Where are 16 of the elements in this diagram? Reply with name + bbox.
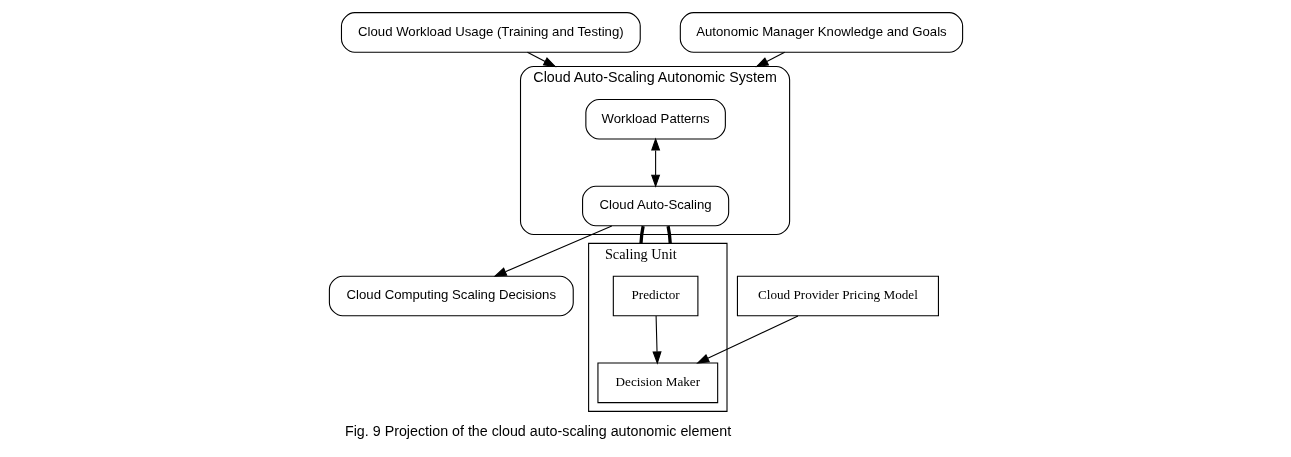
node-box: Cloud Auto-Scaling	[581, 185, 729, 227]
arrow	[651, 315, 662, 365]
arrow	[650, 137, 660, 188]
node-box: Workload Patterns	[584, 98, 726, 140]
node-box: Cloud Workload Usage (Training and Testing)	[340, 12, 641, 53]
node-box: Autonomic Manager Knowledge and Goals	[679, 12, 963, 53]
connector	[638, 225, 645, 244]
caption: Fig. 9 Projection of the cloud auto-scaling autonomic element	[344, 422, 731, 439]
connector	[665, 225, 672, 244]
arrow	[526, 51, 557, 68]
arrow	[754, 51, 785, 68]
node-box: Predictor	[612, 275, 698, 317]
node-box: Decision Maker	[596, 362, 718, 404]
arrow	[695, 315, 798, 364]
node-box: Cloud Computing Scaling Decisions	[328, 275, 574, 317]
node-box: Cloud Provider Pricing Model	[736, 275, 939, 317]
